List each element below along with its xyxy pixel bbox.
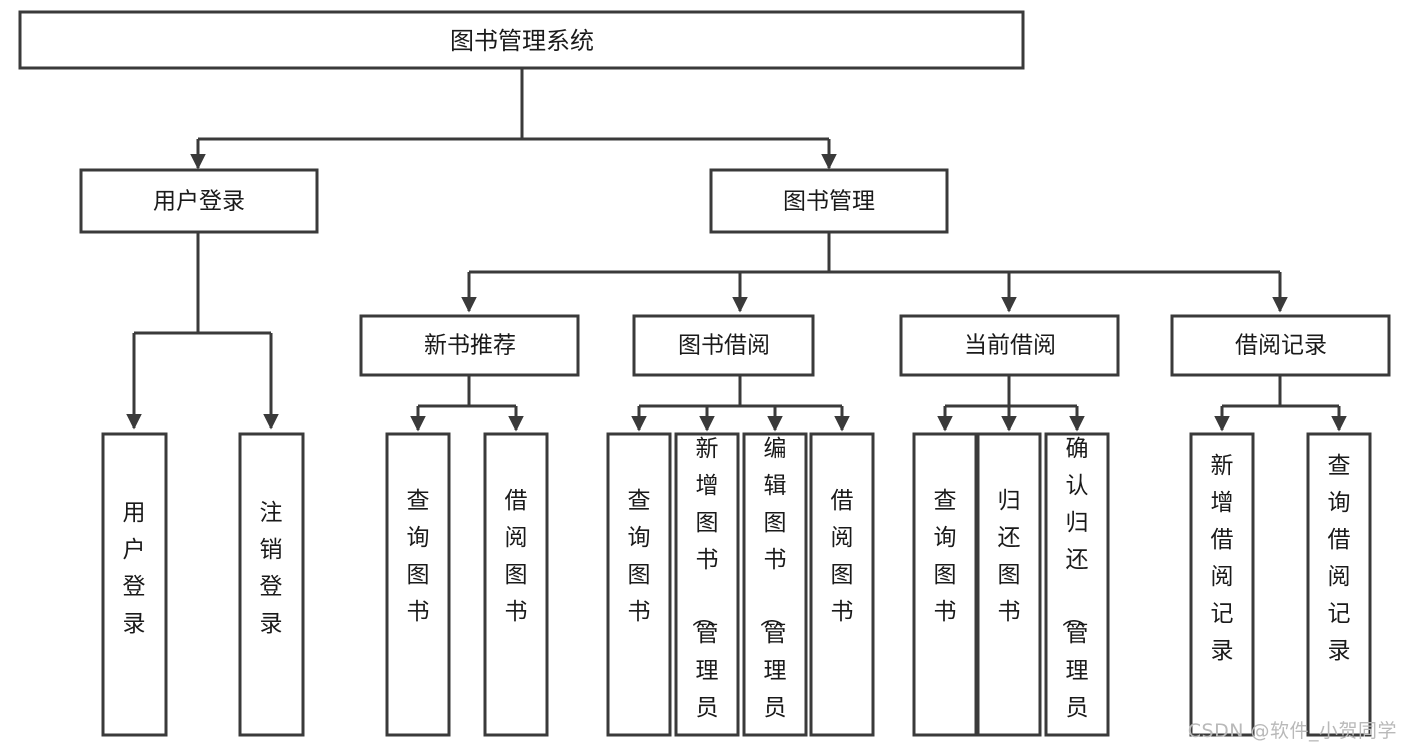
node-user-login-label: 用户登录 [153, 189, 245, 215]
node-book-manage[interactable]: 图书管理 [709, 168, 949, 234]
node-current-borrow-label: 当前借阅 [964, 333, 1056, 359]
leaf-book-borrow-2-box[interactable] [674, 432, 740, 737]
node-new-book-recommend[interactable]: 新书推荐 [359, 314, 580, 377]
node-borrow-record[interactable]: 借阅记录 [1170, 314, 1391, 377]
leaf-user-login-1-box[interactable] [101, 432, 168, 737]
leaf-book-borrow-4[interactable]: 借阅图书 [809, 432, 875, 737]
leaf-book-borrow-4-label: 借阅图书 [831, 488, 854, 625]
leaf-borrow-record-1[interactable]: 新增借阅记录 [1189, 432, 1255, 737]
node-new-book-recommend-label: 新书推荐 [424, 333, 516, 359]
leaf-book-borrow-3-label: 编辑图书（管理员） [758, 436, 787, 747]
node-root[interactable]: 图书管理系统 [18, 10, 1025, 70]
node-book-manage-box[interactable] [709, 168, 949, 234]
node-book-borrow-box[interactable] [632, 314, 815, 377]
leaf-borrow-record-1-label: 新增借阅记录 [1211, 453, 1234, 664]
leaf-new-book-2-label: 借阅图书 [505, 488, 528, 625]
leaf-user-login-1-label: 用户登录 [123, 500, 146, 637]
leaf-current-borrow-1-label: 查询图书 [934, 488, 957, 625]
leaf-new-book-2[interactable]: 借阅图书 [483, 432, 549, 737]
leaf-current-borrow-3-label: 确认归还（管理员） [1060, 436, 1089, 747]
node-root-label: 图书管理系统 [450, 27, 594, 55]
node-user-login[interactable]: 用户登录 [79, 168, 319, 234]
leaf-current-borrow-2-label: 归还图书 [998, 488, 1021, 625]
leaf-user-login-2-box[interactable] [238, 432, 305, 737]
leaf-user-login-2-label: 注销登录 [260, 500, 283, 637]
node-user-login-box[interactable] [79, 168, 319, 234]
leaf-current-borrow-2[interactable]: 归还图书 [976, 432, 1042, 737]
node-borrow-record-box[interactable] [1170, 314, 1391, 377]
leaf-book-borrow-4-box[interactable] [809, 432, 875, 737]
leaf-current-borrow-3[interactable]: 确认归还（管理员） [1044, 432, 1110, 747]
leaf-user-login-1[interactable]: 用户登录 [101, 432, 168, 737]
leaf-book-borrow-3-box[interactable] [742, 432, 808, 737]
node-root-box[interactable] [18, 10, 1025, 70]
leaf-current-borrow-3-box[interactable] [1044, 432, 1110, 737]
node-book-manage-label: 图书管理 [783, 189, 875, 215]
leaf-borrow-record-2-label: 查询借阅记录 [1328, 453, 1351, 664]
node-current-borrow[interactable]: 当前借阅 [899, 314, 1120, 377]
leaf-new-book-2-box[interactable] [483, 432, 549, 737]
leaf-borrow-record-1-box[interactable] [1189, 432, 1255, 737]
leaf-borrow-record-2[interactable]: 查询借阅记录 [1306, 432, 1372, 737]
connectors [126, 68, 1347, 432]
node-book-borrow[interactable]: 图书借阅 [632, 314, 815, 377]
leaf-book-borrow-2-label: 新增图书（管理员） [690, 436, 719, 747]
leaf-current-borrow-1-box[interactable] [912, 432, 978, 737]
leaf-current-borrow-1[interactable]: 查询图书 [912, 432, 978, 737]
node-new-book-recommend-box[interactable] [359, 314, 580, 377]
node-borrow-record-label: 借阅记录 [1235, 333, 1327, 359]
leaf-book-borrow-1-label: 查询图书 [628, 488, 651, 625]
node-current-borrow-box[interactable] [899, 314, 1120, 377]
leaf-book-borrow-1[interactable]: 查询图书 [606, 432, 672, 737]
leaf-book-borrow-1-box[interactable] [606, 432, 672, 737]
leaf-new-book-1[interactable]: 查询图书 [385, 432, 451, 737]
leaf-book-borrow-3[interactable]: 编辑图书（管理员） [742, 432, 808, 747]
leaf-new-book-1-box[interactable] [385, 432, 451, 737]
leaf-book-borrow-2[interactable]: 新增图书（管理员） [674, 432, 740, 747]
node-book-borrow-label: 图书借阅 [678, 333, 770, 359]
watermark-text: CSDN @软件_小贺同学 [1187, 720, 1397, 742]
leaf-borrow-record-2-box[interactable] [1306, 432, 1372, 737]
leaf-new-book-1-label: 查询图书 [407, 488, 430, 625]
leaf-current-borrow-2-box[interactable] [976, 432, 1042, 737]
leaf-user-login-2[interactable]: 注销登录 [238, 432, 305, 737]
